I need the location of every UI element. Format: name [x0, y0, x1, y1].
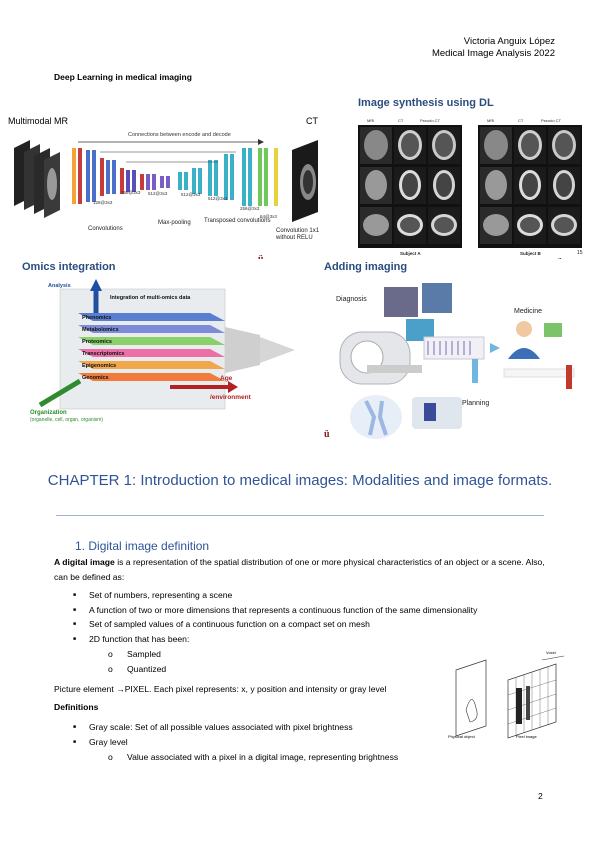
svg-text:MRI: MRI: [487, 118, 494, 123]
intro-paragraph: A digital image is a representation of t…: [54, 555, 550, 585]
ct-title: CT: [306, 116, 318, 126]
page-number: 2: [538, 791, 543, 801]
doctor-illustration: [508, 321, 562, 359]
subject-b-images: [478, 125, 582, 248]
conv-label: Convolutions: [88, 226, 123, 232]
label-256: 256@3x3: [121, 190, 141, 195]
definitions-subbullets: Value associated with a pixel in a digit…: [0, 750, 398, 765]
list-item: Sampled: [0, 647, 166, 662]
medicine-label: Medicine: [514, 308, 542, 315]
imaging-title: Adding imaging: [324, 261, 408, 273]
encoder-layers: [72, 148, 170, 204]
svg-text:Proteomics: Proteomics: [82, 339, 112, 345]
svg-text:Phenomics: Phenomics: [82, 315, 111, 321]
mr-slices: [14, 140, 60, 218]
label-64: 64@3x3: [260, 214, 277, 219]
intro-bold: A digital image: [54, 557, 115, 567]
without-relu-label: without RELU: [275, 235, 313, 241]
image-label: Pixel image: [516, 734, 537, 739]
definitions-title: Definitions: [54, 702, 99, 712]
section-number: 1.: [75, 539, 86, 553]
chapter-rule: [56, 515, 544, 516]
section-label: Deep Learning in medical imaging: [54, 72, 192, 82]
list-item: Set of sampled values of a continuous fu…: [54, 617, 554, 632]
section-title: Digital image definition: [88, 539, 210, 553]
chapter-title: CHAPTER 1: Introduction to medical image…: [47, 472, 553, 489]
mr-title: Multimodal MR: [8, 116, 69, 126]
subject-a-images: [358, 125, 462, 248]
svg-text:Age: Age: [220, 375, 233, 382]
synthesis-title: Image synthesis using DL: [358, 97, 494, 109]
svg-text:Subject A: Subject A: [400, 251, 421, 256]
mri-scanner: [339, 331, 422, 385]
definition-bullets: Set of numbers, representing a scene A f…: [54, 588, 554, 646]
pixel-figure: Voxel Physical object Pixel image: [448, 650, 565, 739]
list-item: Gray level: [54, 735, 434, 750]
panel-mr-ct: Multimodal MR CT: [8, 108, 333, 263]
panel-omics: Omics integration Phenomics Metabolomics…: [20, 259, 320, 422]
imaging-diagram: Diagnosis Medicine Planning: [324, 283, 575, 440]
omics-title: Omics integration: [22, 261, 116, 273]
connections-label: Connections between encode and decode: [128, 132, 231, 138]
maxpool-label: Max-pooling: [158, 220, 191, 226]
label-512b: 512@3x3: [181, 192, 201, 197]
definitions-bullets: Gray scale: Set of all possible values a…: [54, 720, 434, 749]
svg-text:Epigenomics: Epigenomics: [82, 363, 116, 369]
list-item: A function of two or more dimensions tha…: [54, 603, 554, 618]
object-label: Physical object: [448, 734, 476, 739]
svg-text:Metabolomics: Metabolomics: [82, 327, 119, 333]
university-logo: ü: [258, 254, 264, 263]
label-512c: 512@3x3: [208, 196, 228, 201]
svg-text:Transcriptomics: Transcriptomics: [82, 351, 125, 357]
university-logo: ü: [324, 429, 330, 440]
label-512a: 512@3x3: [148, 191, 168, 196]
list-item: Value associated with a pixel in a digit…: [0, 750, 398, 765]
diagnosis-label: Diagnosis: [336, 296, 367, 303]
svg-text:/environment: /environment: [210, 394, 252, 401]
list-item: Set of numbers, representing a scene: [54, 588, 554, 603]
header-author: Victoria Anguix López: [463, 36, 555, 47]
label-256b: 256@3x3: [240, 206, 260, 211]
svg-text:15: 15: [577, 250, 583, 256]
svg-text:Subject B: Subject B: [520, 251, 542, 256]
svg-text:(organelle, cell, organ, organ: (organelle, cell, organ, organism): [30, 417, 103, 422]
panel-synthesis: Image synthesis using DL MRI CT Pseudo CT …: [355, 94, 595, 264]
decoder-layers: [178, 148, 278, 206]
svg-text:CT: CT: [518, 118, 524, 123]
intro-rest: is a representation of the spatial distr…: [54, 557, 545, 582]
panel-imaging: Adding imaging Diagnosis Medicine Planni…: [322, 259, 592, 444]
sampling-subbullets: Sampled Quantized: [0, 647, 166, 676]
svg-text:Organization: Organization: [30, 410, 67, 416]
svg-text:CT: CT: [398, 118, 404, 123]
list-item: 2D function that has been:: [54, 632, 554, 647]
svg-text:MRI: MRI: [367, 118, 374, 123]
planning-label: Planning: [462, 400, 489, 407]
omics-layers: [78, 313, 225, 381]
voxel-label: Voxel: [546, 650, 556, 655]
header-course: Medical Image Analysis 2022: [431, 48, 555, 59]
omics-diagram: Phenomics Metabolomics Proteomics Transc…: [30, 279, 295, 422]
section-heading: 1. Digital image definition: [75, 539, 209, 553]
svg-text:Analysis: Analysis: [48, 283, 71, 289]
transposed-label: Transposed convolutions: [204, 218, 270, 224]
unet-diagram: Connections between encode and decode 12…: [14, 132, 320, 263]
list-item: Gray scale: Set of all possible values a…: [54, 720, 434, 735]
ct-slice: [292, 140, 318, 222]
pixel-line: Picture element →PIXEL. Each pixel repre…: [54, 684, 387, 694]
svg-text:Integration of multi-omics dat: Integration of multi-omics data: [110, 295, 191, 301]
label-128: 128@3x3: [93, 200, 113, 205]
list-item: Quantized: [0, 662, 166, 677]
synthesis-grid: MRI CT Pseudo CT MRI CT Pseudo CT: [358, 118, 583, 264]
conv1x1-label: Convolution 1x1: [276, 228, 320, 234]
svg-text:Pseudo CT: Pseudo CT: [420, 118, 441, 123]
svg-text:Pseudo CT: Pseudo CT: [541, 118, 562, 123]
svg-text:Genomics: Genomics: [82, 375, 109, 381]
